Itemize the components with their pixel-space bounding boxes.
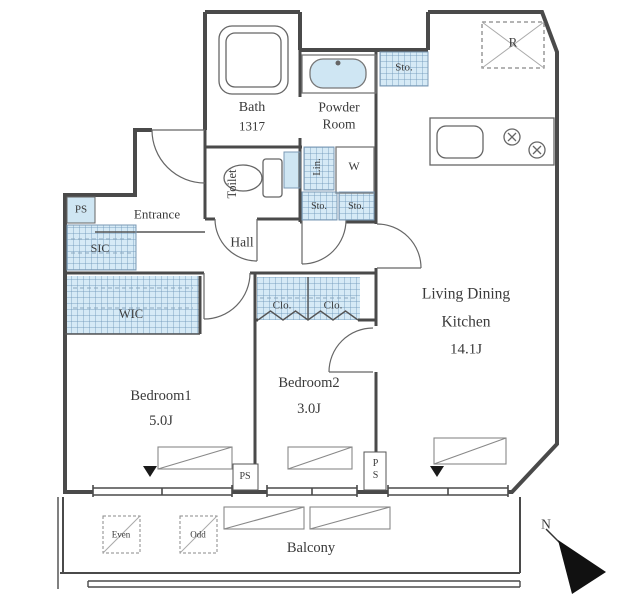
hatch-even-label: Even — [111, 529, 131, 540]
bedroom1-label: Bedroom1 — [130, 387, 192, 404]
sto-left-area — [302, 192, 337, 220]
sto-right-area — [339, 192, 374, 220]
bathtub-icon — [218, 25, 289, 95]
north-label: N — [541, 516, 551, 532]
ldk-label-1: Living Dining — [421, 285, 511, 303]
wic-area — [65, 276, 200, 334]
entrance-door-arc — [151, 129, 206, 184]
thin-partitions — [65, 231, 359, 335]
bedroom2-door-arc — [328, 327, 374, 373]
powder-door-arc — [301, 219, 347, 265]
toilet-basin-area — [284, 152, 300, 188]
sto-left-label: Sto. — [311, 201, 327, 212]
exterior-walls — [63, 10, 559, 494]
sash-symbols — [157, 437, 507, 530]
washer-pan-icon — [335, 146, 375, 194]
bath-label: Bath — [238, 100, 266, 115]
interior-walls — [65, 50, 378, 492]
north-compass-icon — [545, 528, 606, 594]
toilet-label: Toilet — [224, 169, 239, 199]
ps-right-label: PS — [370, 458, 381, 482]
windows — [92, 485, 509, 497]
entrance-label: Entrance — [133, 206, 181, 222]
toilet-tank-icon — [262, 158, 283, 198]
closet-dashes — [71, 238, 356, 309]
vent-markers — [143, 466, 444, 477]
sto-right-label: Sto. — [348, 201, 364, 212]
ps-left-label: PS — [74, 203, 88, 216]
balcony-outline — [57, 497, 521, 589]
ps-mid-box — [232, 463, 259, 491]
powder-counter — [301, 54, 377, 94]
fridge-label: R — [508, 34, 518, 50]
kitchen-sink-icon — [436, 125, 484, 159]
powder-room-label-1: Powder — [318, 99, 360, 115]
bedroom1-door-arc — [203, 272, 251, 320]
evacuation-hatches — [102, 515, 218, 554]
linen-area — [304, 147, 334, 190]
ldk-label-2: Kitchen — [441, 313, 491, 331]
sto-top-label: Sto. — [395, 61, 413, 74]
folding-door-icon — [257, 310, 359, 321]
ldk-door-arc — [376, 223, 422, 269]
washer-label: W — [348, 159, 360, 173]
bedroom2-label: Bedroom2 — [278, 374, 340, 391]
toilet-door-arc — [214, 218, 258, 262]
hatch-odd-box — [179, 515, 218, 554]
faucet-icon — [335, 60, 341, 66]
ps-right-box — [363, 451, 387, 491]
bedroom1-size-label: 5.0J — [149, 412, 173, 429]
ps-mid-label: PS — [239, 471, 251, 482]
toilet-bowl-icon — [223, 164, 263, 192]
linen-label: Lin. — [311, 158, 323, 176]
ps-left-area — [67, 197, 95, 223]
small-boxes — [66, 51, 429, 491]
sic-label: SIC — [90, 241, 110, 255]
ldk-size-label: 14.1J — [449, 341, 483, 358]
hall-label: Hall — [230, 234, 254, 250]
powder-room-label-2: Room — [322, 116, 356, 132]
door-swings — [151, 129, 422, 373]
bedroom2-size-label: 3.0J — [297, 400, 321, 417]
hatch-odd-label: Odd — [190, 529, 206, 540]
refrigerator-space — [481, 21, 545, 69]
fixtures — [218, 21, 555, 198]
sto-top-area — [380, 52, 428, 86]
balcony-label: Balcony — [286, 539, 336, 556]
hatch-even-box — [102, 515, 141, 554]
closet-right-label: Clo. — [323, 299, 343, 312]
bath-size-label: 1317 — [239, 118, 265, 134]
powder-sink-icon — [309, 58, 367, 89]
stove-burners-icon — [503, 128, 546, 159]
closet-left-label: Clo. — [272, 299, 292, 312]
wic-label: WIC — [118, 306, 144, 321]
